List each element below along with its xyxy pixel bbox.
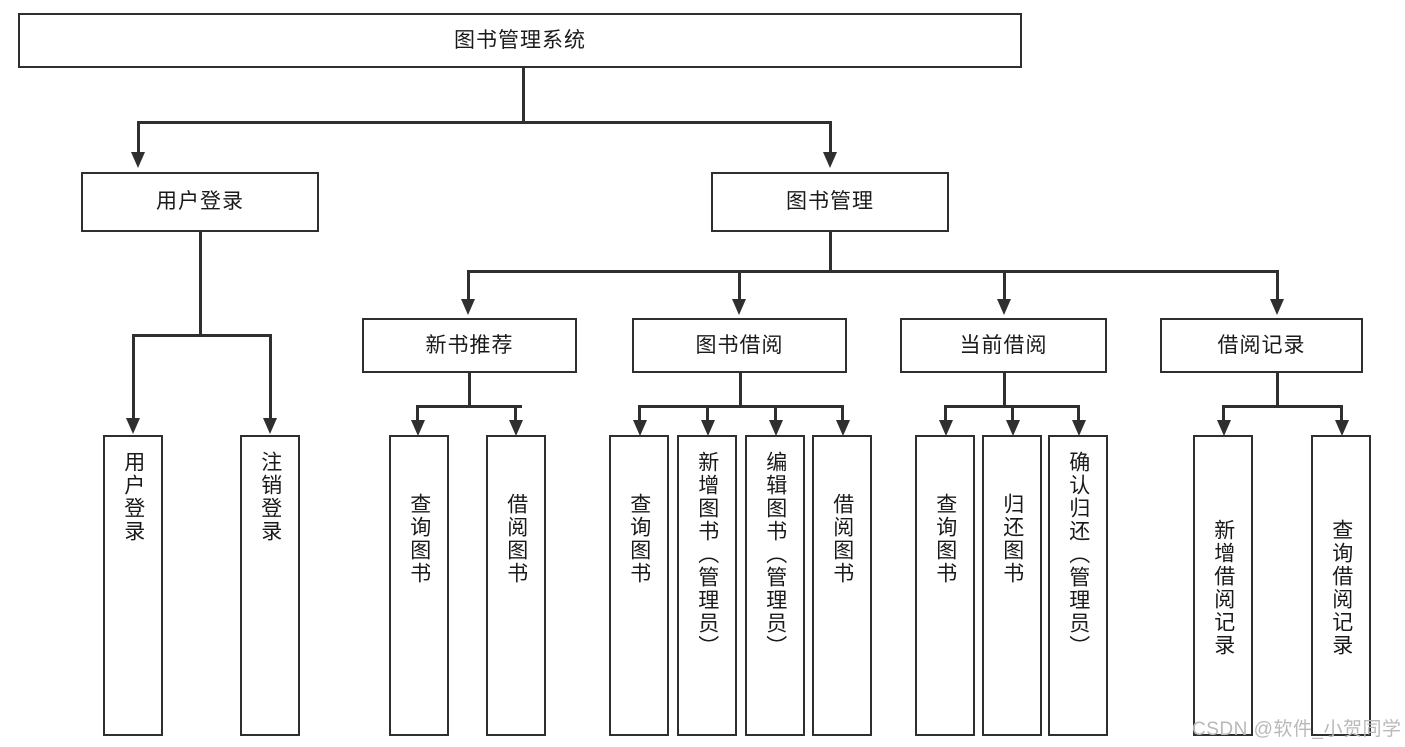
edge-new-book-to-leaf-1: [416, 405, 419, 423]
leaf-new-book-borrow[interactable]: 借阅图书: [486, 435, 546, 736]
arrow-icon-new-book-leaf-1: [411, 420, 425, 436]
edge-book-mgmt-to-new-book: [467, 270, 470, 300]
leaf-current-query-book[interactable]: 查询图书: [915, 435, 975, 736]
edge-new-book-bus: [416, 405, 522, 408]
leaf-query-borrow-record[interactable]: 查询借阅记录: [1311, 435, 1371, 736]
edge-user-login-bus: [132, 334, 271, 337]
node-root-system[interactable]: 图书管理系统: [18, 13, 1022, 68]
node-label: 查询借阅记录: [1329, 519, 1353, 657]
arrow-icon-book-mgmt-current: [997, 299, 1011, 315]
edge-current-borrow-to-leaf-2: [1011, 405, 1014, 423]
arrow-icon-new-book-leaf-2: [509, 420, 523, 436]
leaf-add-book-admin[interactable]: 新增图书（管理员）: [677, 435, 737, 736]
arrow-icon-borrow-record-leaf-2: [1335, 420, 1349, 436]
leaf-confirm-return-admin[interactable]: 确认归还（管理员）: [1048, 435, 1108, 736]
arrow-icon-user-login-leaf-2: [263, 418, 277, 434]
node-label: 归还图书: [1000, 493, 1024, 585]
node-label: 用户登录: [121, 451, 145, 543]
node-label: 图书借阅: [695, 333, 784, 357]
edge-book-mgmt-stem: [829, 232, 832, 272]
edge-book-borrow-to-leaf-4: [841, 405, 844, 423]
node-label: 编辑图书（管理员）: [763, 451, 787, 658]
arrow-icon-book-borrow-leaf-4: [836, 420, 850, 436]
node-label: 新增图书（管理员）: [695, 451, 719, 658]
edge-current-borrow-to-leaf-1: [944, 405, 947, 423]
node-user-login[interactable]: 用户登录: [81, 172, 319, 232]
node-new-book-recommend[interactable]: 新书推荐: [362, 318, 577, 373]
node-book-borrow[interactable]: 图书借阅: [632, 318, 847, 373]
edge-user-login-stem: [199, 232, 202, 336]
arrow-icon-root-to-book-mgmt: [823, 152, 837, 168]
leaf-return-book[interactable]: 归还图书: [982, 435, 1042, 736]
edge-book-mgmt-to-current: [1003, 270, 1006, 300]
arrow-icon-user-login-leaf-1: [126, 418, 140, 434]
edge-book-mgmt-bus: [467, 270, 1276, 273]
edge-book-borrow-to-leaf-1: [638, 405, 641, 423]
csdn-watermark: CSDN @软件_小贺同学: [1192, 719, 1402, 740]
arrow-icon-borrow-record-leaf-1: [1217, 420, 1231, 436]
edge-new-book-stem: [468, 373, 471, 407]
edge-root-stem: [522, 68, 525, 123]
node-current-borrow[interactable]: 当前借阅: [900, 318, 1107, 373]
node-label: 图书管理系统: [454, 28, 586, 52]
arrow-icon-book-borrow-leaf-2: [701, 420, 715, 436]
leaf-borrow-query-book[interactable]: 查询图书: [609, 435, 669, 736]
node-label: 借阅图书: [504, 493, 528, 585]
node-label: 借阅图书: [830, 493, 854, 585]
node-label: 借阅记录: [1217, 333, 1306, 357]
node-label: 确认归还（管理员）: [1066, 451, 1090, 658]
edge-book-mgmt-to-borrow: [738, 270, 741, 300]
node-label: 查询图书: [627, 493, 651, 585]
node-label: 注销登录: [258, 451, 282, 543]
node-label: 用户登录: [156, 190, 244, 214]
edge-book-borrow-to-leaf-2: [706, 405, 709, 423]
edge-user-login-to-leaf-1: [132, 334, 135, 419]
edge-user-login-to-leaf-2: [269, 334, 272, 419]
edge-current-borrow-to-leaf-3: [1077, 405, 1080, 423]
edge-current-borrow-stem: [1003, 373, 1006, 407]
edge-root-to-book-mgmt: [829, 121, 832, 153]
node-book-management[interactable]: 图书管理: [711, 172, 949, 232]
node-borrow-record[interactable]: 借阅记录: [1160, 318, 1363, 373]
node-label: 查询图书: [407, 493, 431, 585]
edge-root-to-user-login: [137, 121, 140, 153]
edge-borrow-record-to-leaf-1: [1222, 405, 1225, 423]
arrow-icon-book-borrow-leaf-1: [633, 420, 647, 436]
edge-borrow-record-stem: [1276, 373, 1279, 407]
leaf-edit-book-admin[interactable]: 编辑图书（管理员）: [745, 435, 805, 736]
arrow-icon-current-borrow-leaf-3: [1072, 420, 1086, 436]
arrow-icon-root-to-user-login: [131, 152, 145, 168]
arrow-icon-current-borrow-leaf-1: [939, 420, 953, 436]
arrow-icon-book-mgmt-record: [1270, 299, 1284, 315]
node-label: 查询图书: [933, 493, 957, 585]
edge-book-borrow-bus: [638, 405, 842, 408]
leaf-user-login[interactable]: 用户登录: [103, 435, 163, 736]
node-label: 图书管理: [786, 190, 874, 214]
edge-root-bus: [137, 121, 831, 124]
arrow-icon-book-mgmt-borrow: [732, 299, 746, 315]
arrow-icon-book-mgmt-new-book: [461, 299, 475, 315]
leaf-add-borrow-record[interactable]: 新增借阅记录: [1193, 435, 1253, 736]
node-label: 当前借阅: [959, 333, 1048, 357]
node-label: 新增借阅记录: [1211, 519, 1235, 657]
edge-book-mgmt-to-record: [1276, 270, 1279, 300]
leaf-borrow-book[interactable]: 借阅图书: [812, 435, 872, 736]
arrow-icon-current-borrow-leaf-2: [1006, 420, 1020, 436]
edge-new-book-to-leaf-2: [514, 405, 517, 423]
edge-borrow-record-bus: [1222, 405, 1342, 408]
arrow-icon-book-borrow-leaf-3: [769, 420, 783, 436]
leaf-logout[interactable]: 注销登录: [240, 435, 300, 736]
edge-book-borrow-stem: [739, 373, 742, 407]
edge-book-borrow-to-leaf-3: [774, 405, 777, 423]
leaf-new-book-query[interactable]: 查询图书: [389, 435, 449, 736]
node-label: 新书推荐: [425, 333, 514, 357]
edge-borrow-record-to-leaf-2: [1340, 405, 1343, 423]
